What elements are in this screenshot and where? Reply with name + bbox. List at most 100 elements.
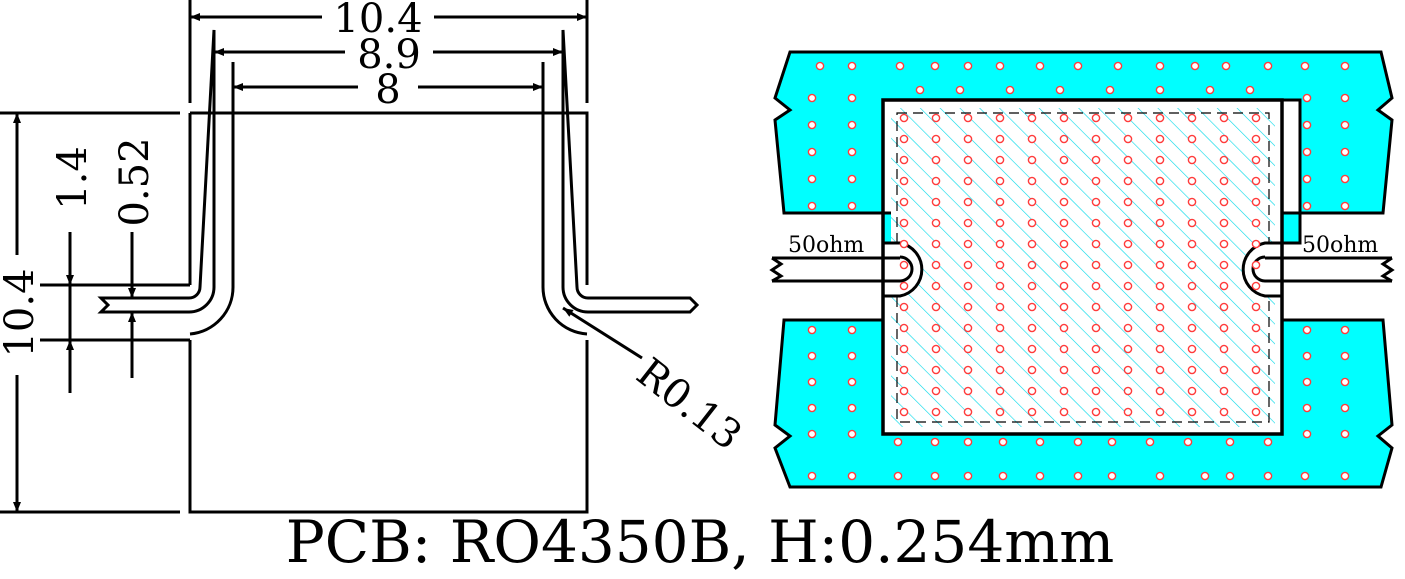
via-dot bbox=[995, 260, 1005, 270]
via-dot bbox=[1073, 437, 1083, 447]
via-dot bbox=[1187, 134, 1197, 144]
via-dot bbox=[1340, 174, 1350, 184]
via-dot bbox=[1091, 113, 1101, 123]
via-dot bbox=[930, 437, 940, 447]
via-dot bbox=[1123, 239, 1133, 249]
via-dot bbox=[1059, 176, 1069, 186]
via-dot bbox=[1059, 239, 1069, 249]
via-dot bbox=[963, 323, 973, 333]
via-dot bbox=[1219, 344, 1229, 354]
right-50ohm-line bbox=[1265, 256, 1395, 283]
via-dot bbox=[1027, 281, 1037, 291]
via-dot bbox=[847, 174, 857, 184]
via-dot bbox=[847, 120, 857, 130]
via-dot bbox=[807, 429, 817, 439]
via-dot bbox=[847, 351, 857, 361]
via-dot bbox=[1059, 386, 1069, 396]
via-dot bbox=[1155, 197, 1165, 207]
via-dot bbox=[931, 365, 941, 375]
via-dot bbox=[931, 386, 941, 396]
via-dot bbox=[995, 113, 1005, 123]
via-dot bbox=[963, 344, 973, 354]
via-dot bbox=[963, 176, 973, 186]
via-dot bbox=[847, 377, 857, 387]
via-dot bbox=[995, 344, 1005, 354]
via-dot bbox=[1245, 85, 1255, 95]
via-dot bbox=[995, 61, 1005, 71]
via-dot bbox=[1005, 85, 1015, 95]
via-dot bbox=[1155, 323, 1165, 333]
via-dot bbox=[1251, 323, 1261, 333]
via-dot bbox=[899, 218, 909, 228]
via-dot bbox=[1155, 365, 1165, 375]
via-dot bbox=[998, 471, 1008, 481]
via-dot bbox=[1123, 218, 1133, 228]
via-dot bbox=[1340, 325, 1350, 335]
via-dot bbox=[1302, 429, 1312, 439]
via-dot bbox=[931, 344, 941, 354]
left-lead-inner bbox=[189, 62, 235, 336]
via-dot bbox=[963, 61, 973, 71]
via-dot bbox=[1091, 134, 1101, 144]
via-dot bbox=[1251, 407, 1261, 417]
via-array bbox=[807, 61, 1350, 481]
via-dot bbox=[1205, 85, 1215, 95]
via-dot bbox=[1155, 407, 1165, 417]
via-dot bbox=[1219, 197, 1229, 207]
via-dot bbox=[1187, 176, 1197, 186]
via-dot bbox=[1219, 323, 1229, 333]
via-dot bbox=[847, 471, 857, 481]
via-dot bbox=[807, 325, 817, 335]
via-dot bbox=[1155, 155, 1165, 165]
via-dot bbox=[1219, 239, 1229, 249]
via-dot bbox=[1302, 351, 1312, 361]
via-dot bbox=[893, 471, 903, 481]
via-dot bbox=[895, 61, 905, 71]
via-dot bbox=[1340, 147, 1350, 157]
via-dot bbox=[1190, 61, 1200, 71]
port-right-label: 50ohm bbox=[1302, 233, 1378, 258]
via-dot bbox=[1091, 386, 1101, 396]
via-dot bbox=[995, 281, 1005, 291]
via-dot bbox=[915, 85, 925, 95]
via-dot bbox=[1302, 120, 1312, 130]
via-dot bbox=[1107, 437, 1117, 447]
via-dot bbox=[963, 113, 973, 123]
via-dot bbox=[1059, 281, 1069, 291]
via-dot bbox=[1123, 260, 1133, 270]
via-dot bbox=[1187, 155, 1197, 165]
via-dot bbox=[1302, 377, 1312, 387]
via-dot bbox=[1091, 155, 1101, 165]
via-dot bbox=[1123, 155, 1133, 165]
via-dot bbox=[1187, 197, 1197, 207]
via-dot bbox=[963, 302, 973, 312]
via-dot bbox=[807, 351, 817, 361]
via-dot bbox=[1123, 323, 1133, 333]
via-dot bbox=[1145, 437, 1155, 447]
right-lead bbox=[561, 29, 700, 314]
via-dot bbox=[899, 176, 909, 186]
via-dot bbox=[1251, 218, 1261, 228]
via-dot bbox=[1091, 218, 1101, 228]
via-dot bbox=[995, 407, 1005, 417]
via-dot bbox=[1113, 61, 1123, 71]
via-dot bbox=[1251, 386, 1261, 396]
via-dot bbox=[1123, 281, 1133, 291]
left-50ohm-line bbox=[769, 256, 900, 283]
via-dot bbox=[1219, 155, 1229, 165]
via-dot bbox=[1027, 407, 1037, 417]
via-dot bbox=[899, 323, 909, 333]
via-dot bbox=[1251, 365, 1261, 375]
via-dot bbox=[998, 437, 1008, 447]
via-dot bbox=[1155, 61, 1165, 71]
via-dot bbox=[1091, 281, 1101, 291]
via-dot bbox=[1123, 197, 1133, 207]
via-dot bbox=[807, 471, 817, 481]
via-dot bbox=[1123, 113, 1133, 123]
via-dot bbox=[1059, 323, 1069, 333]
via-dot bbox=[893, 437, 903, 447]
via-dot bbox=[1302, 325, 1312, 335]
via-dot bbox=[963, 260, 973, 270]
via-dot bbox=[1155, 239, 1165, 249]
via-dot bbox=[847, 61, 857, 71]
